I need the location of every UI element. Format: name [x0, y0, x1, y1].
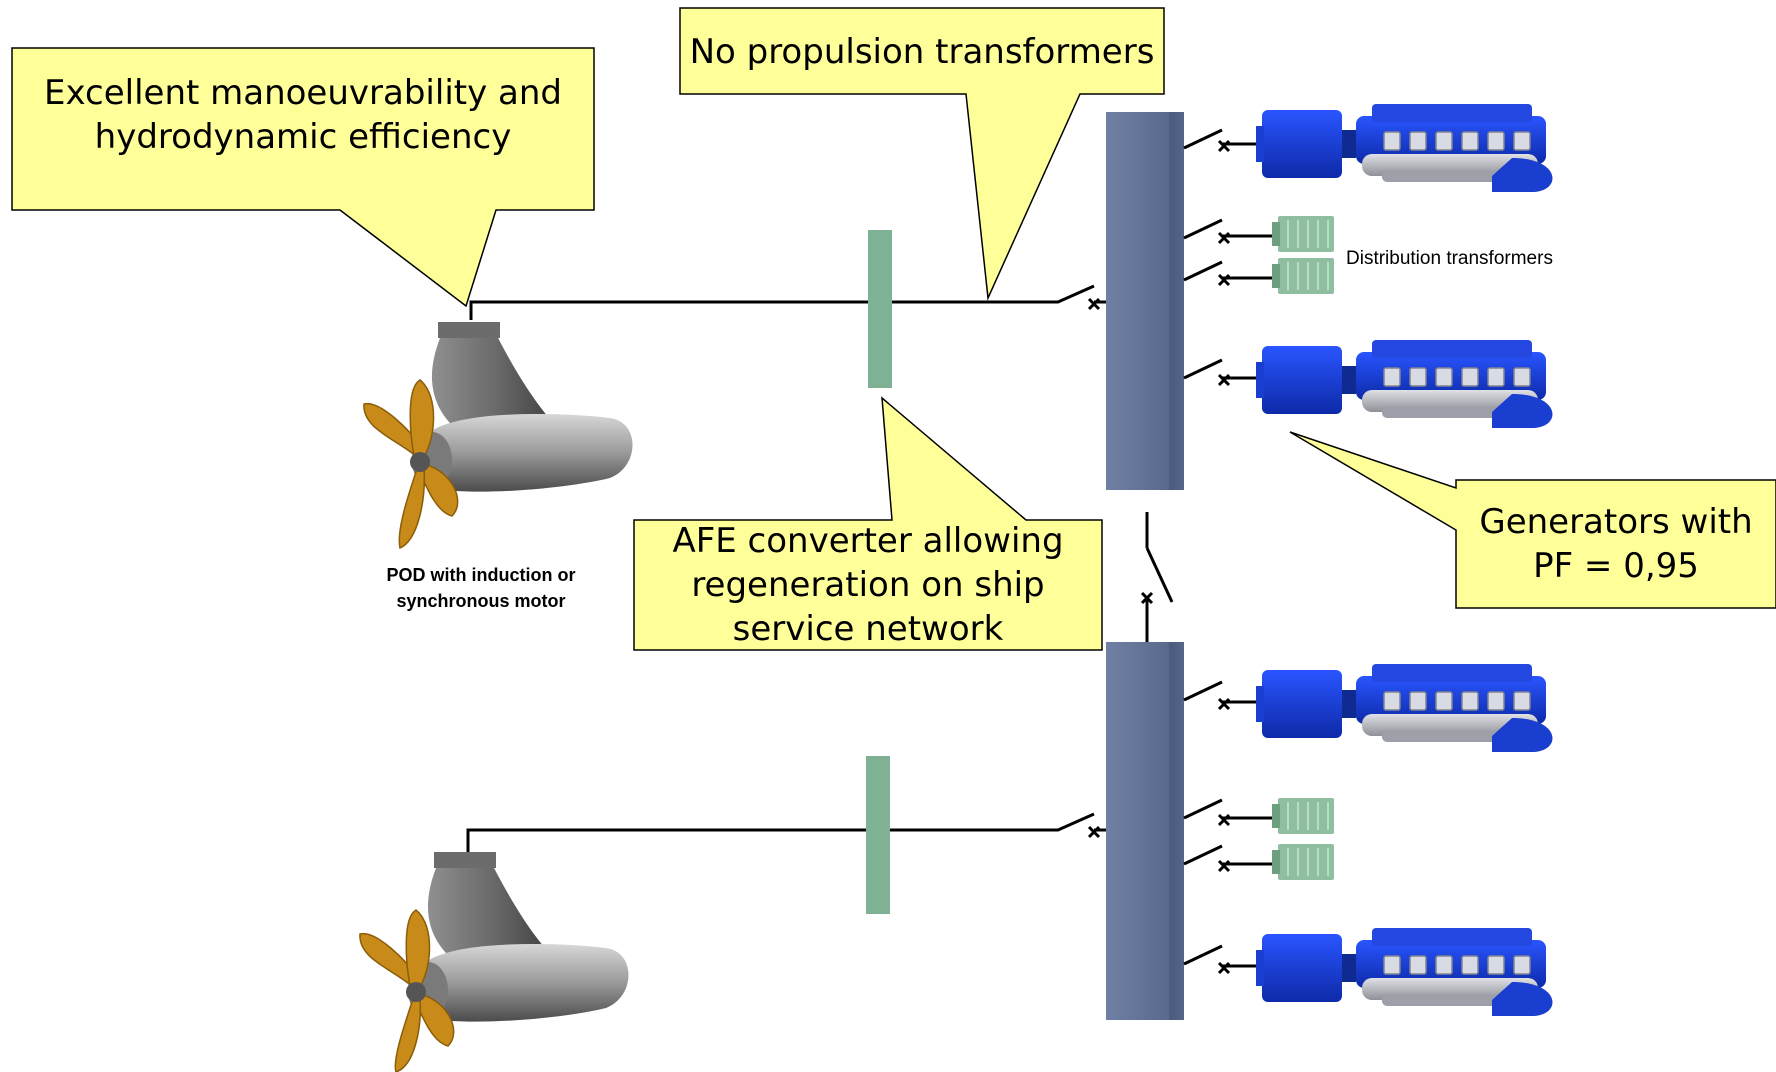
pod-thruster-upper [363, 322, 633, 550]
generator-4 [1255, 927, 1554, 1017]
distribution-transformer-1 [1271, 215, 1335, 253]
generator-1 [1255, 103, 1554, 193]
upper-feeder-cable [469, 284, 1106, 320]
callout-no-transformers-bubble [679, 7, 1165, 301]
callout-afe-converter: AFE converter allowing regeneration on s… [672, 521, 1064, 649]
afe-converter-lower [866, 756, 890, 914]
generator-2 [1255, 339, 1554, 429]
callout-generators: Generators with PF = 0,95 [1479, 502, 1753, 586]
pod-label: POD with induction or synchronous motor [386, 565, 576, 611]
callout-manoeuvrability-bubble [11, 47, 595, 308]
distribution-transformers-label: Distribution transformers [1346, 248, 1553, 269]
afe-converter-upper [868, 230, 892, 388]
distribution-transformer-3 [1271, 797, 1335, 835]
callout-afe-converter-bubble [633, 396, 1103, 651]
switchboard-lower [1106, 642, 1184, 1020]
bus-tie-breaker [1145, 512, 1174, 642]
callout-manoeuvrability: Excellent manoeuvrability and hydrodynam… [44, 73, 562, 157]
switchboard-upper [1106, 112, 1184, 490]
distribution-transformer-2 [1271, 257, 1335, 295]
lower-feeder-cable [466, 812, 1106, 852]
pod-thruster-lower [359, 852, 629, 1072]
callout-no-transformers: No propulsion transformers [689, 32, 1155, 72]
generator-3 [1255, 663, 1554, 753]
distribution-transformer-4 [1271, 843, 1335, 881]
callout-generators-bubble [1289, 431, 1776, 609]
